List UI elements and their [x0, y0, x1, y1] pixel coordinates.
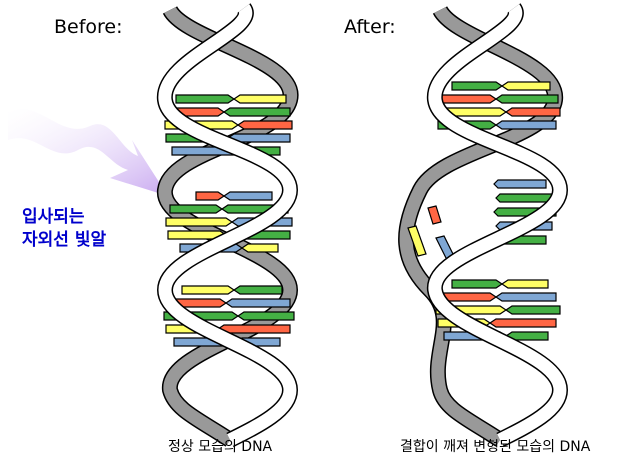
- before-helix: [156, 3, 299, 448]
- after-caption: 결합이 깨져 변형된 모습의 DNA: [400, 439, 591, 455]
- after-title: After:: [344, 16, 396, 38]
- before-caption: 정상 모습의 DNA: [168, 439, 273, 455]
- uv-photons-label: 입사되는 자외선 빛알: [22, 206, 106, 252]
- after-helix: [398, 3, 569, 448]
- uv-light-arrow: [8, 109, 168, 196]
- uv-label-line1: 입사되는: [22, 207, 85, 227]
- before-title: Before:: [54, 16, 123, 38]
- uv-label-line2: 자외선 빛알: [22, 230, 107, 250]
